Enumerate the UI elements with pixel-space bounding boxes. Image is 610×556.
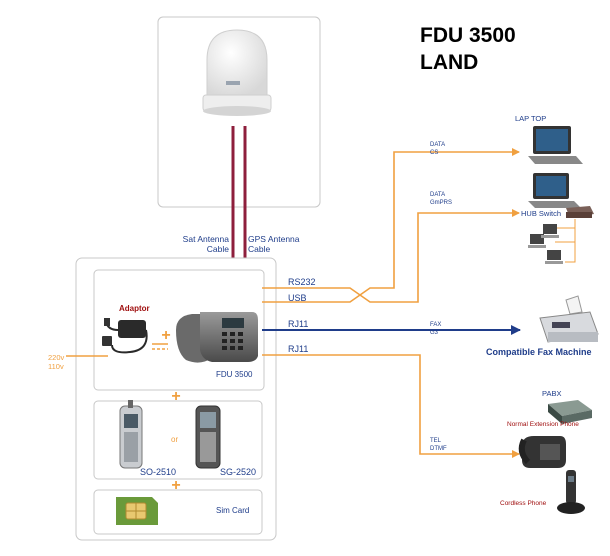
title-line-1: FDU 3500 xyxy=(420,24,516,47)
plus-icon: + xyxy=(171,477,180,494)
or-label: or xyxy=(171,435,178,444)
cordless-phone-label: Cordless Phone xyxy=(500,500,547,507)
port-rj11-fax-label: RJ11 xyxy=(288,319,308,329)
hub-switch-label: HUB Switch xyxy=(521,209,561,218)
port-rj11-tel-label: RJ11 xyxy=(288,344,308,354)
dc-symbol-icon xyxy=(152,343,168,350)
fax-machine-image xyxy=(539,295,599,343)
fax-machine-label: Compatible Fax Machine xyxy=(486,347,592,357)
sim-label: Sim Card xyxy=(216,506,249,515)
title-line-2: LAND xyxy=(420,51,479,74)
rs232-link xyxy=(262,209,520,303)
handset-b-label: SG-2520 xyxy=(220,467,256,477)
handset-a-label: SO-2510 xyxy=(140,467,176,477)
laptop-label: LAP TOP xyxy=(515,114,546,123)
handset-sg2520-image xyxy=(195,405,221,469)
pabx-label: PABX xyxy=(542,389,561,398)
laptop-image xyxy=(528,173,581,208)
port-rs232-label: RS232 xyxy=(288,277,316,287)
port-usb-label: USB xyxy=(288,293,307,303)
sim-card-image xyxy=(116,497,158,525)
extension-phone-image xyxy=(518,436,566,468)
tel-link xyxy=(262,354,520,458)
usb-link xyxy=(262,148,520,303)
adaptor-label: Adaptor xyxy=(119,304,150,313)
diagram-title: FDU 3500 LAND xyxy=(420,22,516,76)
terminal-label: FDU 3500 xyxy=(216,370,253,379)
laptop-image xyxy=(528,126,583,164)
hub-switch-image xyxy=(566,206,594,218)
network-pc-icon xyxy=(528,224,563,264)
satellite-antenna-image xyxy=(202,29,272,116)
adaptor-image xyxy=(102,318,148,354)
handset-so2510-image xyxy=(119,400,143,469)
pabx-image xyxy=(548,400,592,424)
antenna-panel xyxy=(157,16,321,208)
fdu-terminal-image xyxy=(176,312,258,363)
cordless-phone-image xyxy=(557,470,585,514)
plus-icon: + xyxy=(171,388,180,405)
plus-icon: + xyxy=(161,327,170,344)
ext-phone-label: Normal Extension Phone xyxy=(507,421,579,428)
